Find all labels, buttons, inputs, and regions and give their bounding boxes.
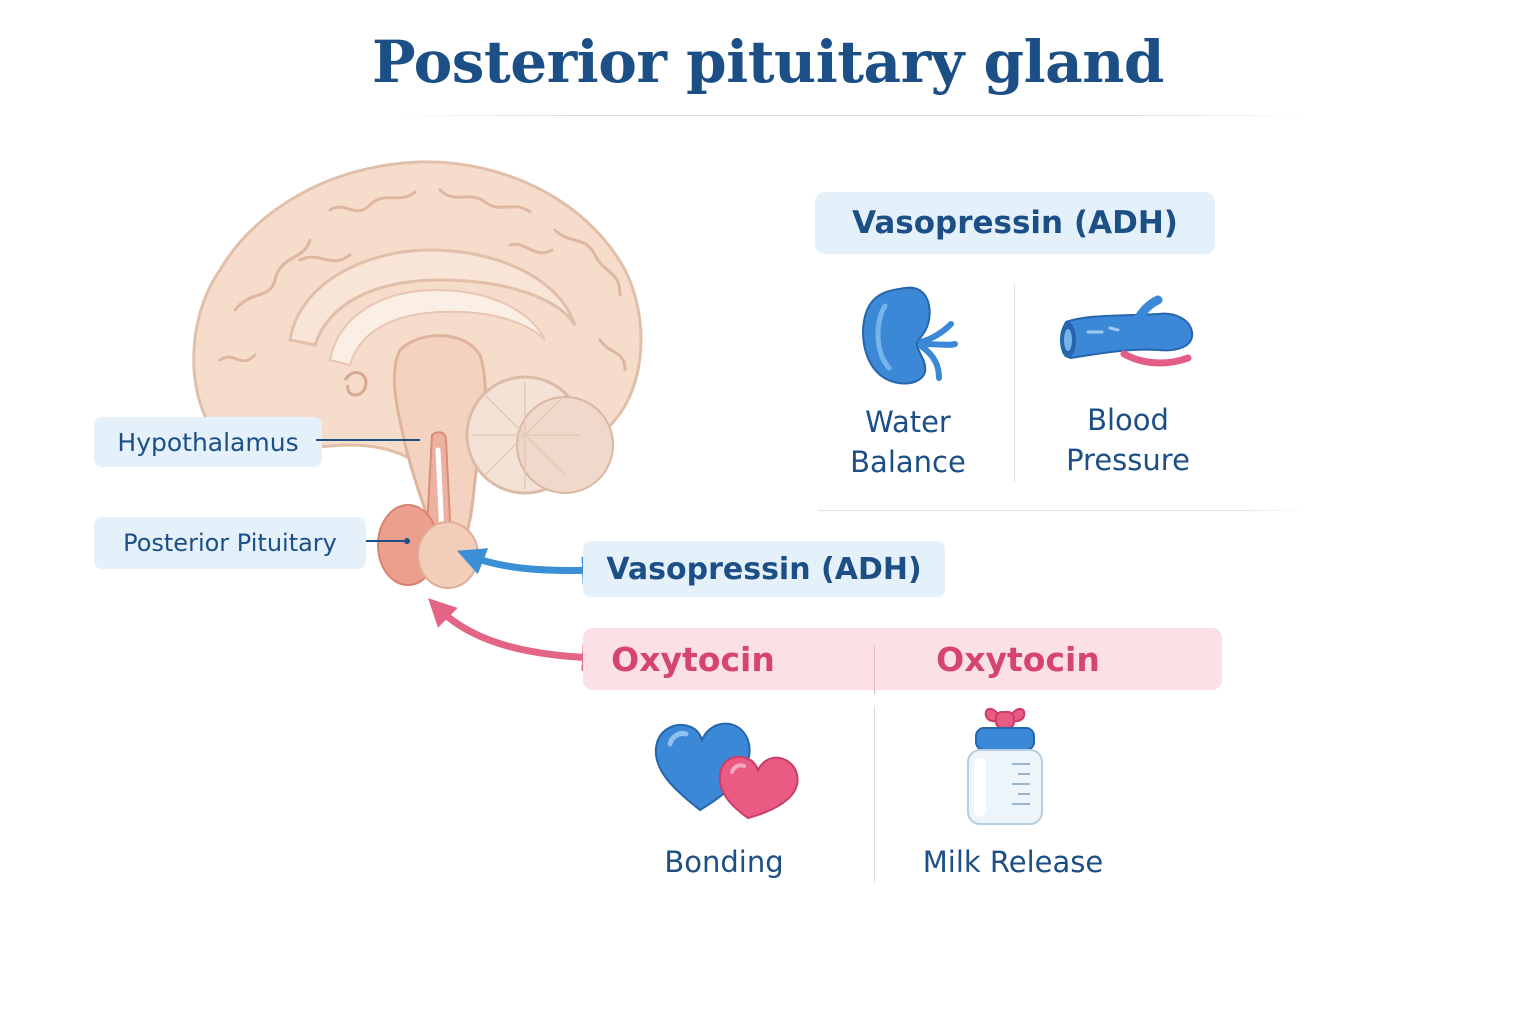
oxytocin-bar-divider (874, 646, 875, 694)
blood-pressure-line1: Blood (1087, 403, 1169, 437)
pituitary-leader-dot (404, 538, 410, 544)
oxytocin-bar (583, 628, 1222, 690)
water-balance-line2: Balance (850, 445, 966, 479)
oxytocin-arrow (428, 598, 610, 672)
hearts-icon (654, 722, 799, 820)
blood-vessel-icon (1060, 295, 1194, 367)
title-divider (390, 115, 1310, 116)
page-title: Posterior pituitary gland (372, 28, 1164, 96)
cerebellum-folia (472, 382, 580, 490)
blood-pressure-caption: Blood Pressure (1038, 400, 1218, 480)
brain-sagittal-illustration (192, 160, 643, 589)
baby-bottle-icon (967, 708, 1043, 825)
bottle-measure-lines (1012, 763, 1030, 805)
oxytocin-label-right: Oxytocin (936, 639, 1100, 679)
vasopressin-header: Vasopressin (ADH) (815, 192, 1215, 254)
bonding-caption: Bonding (664, 845, 784, 879)
vasopressin-flow-label: Vasopressin (ADH) (583, 541, 945, 597)
corpus-callosum-shape (288, 248, 577, 347)
water-balance-line1: Water (865, 405, 951, 439)
milk-release-caption: Milk Release (922, 845, 1104, 879)
oxytocin-label-left: Oxytocin (611, 639, 775, 679)
vasopressin-arrow (456, 548, 610, 585)
oxytocin-panel-divider (874, 706, 875, 882)
blood-pressure-line2: Pressure (1066, 443, 1190, 477)
hypothalamus-label: Hypothalamus (94, 417, 322, 467)
vasopressin-panel-rule (818, 510, 1308, 511)
posterior-pituitary-label: Posterior Pituitary (94, 517, 366, 569)
water-balance-caption: Water Balance (818, 402, 998, 482)
kidney-icon (862, 286, 958, 385)
gyri-lines (218, 188, 627, 372)
vasopressin-panel-divider (1014, 284, 1015, 482)
